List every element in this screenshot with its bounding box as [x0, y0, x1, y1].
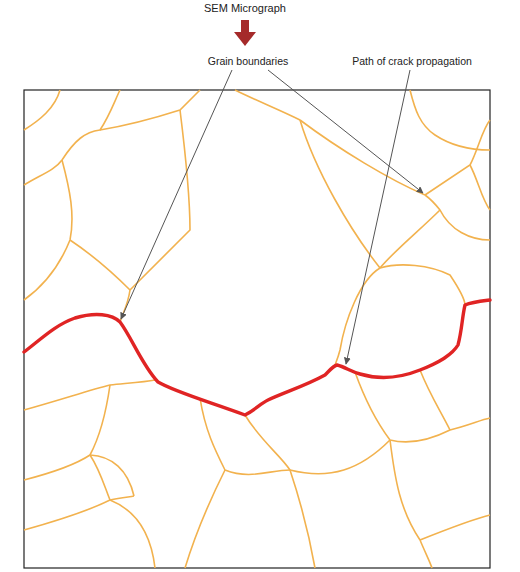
callout-label: Grain boundaries: [206, 55, 291, 67]
diagram-title: SEM Micrograph: [202, 2, 288, 14]
crack-path: [24, 300, 490, 415]
grain-boundaries: [24, 90, 490, 568]
micrograph-frame: [24, 90, 490, 568]
title-arrow: [234, 20, 256, 46]
leader-lines: [121, 70, 423, 364]
callout-label: Path of crack propagation: [350, 55, 474, 67]
